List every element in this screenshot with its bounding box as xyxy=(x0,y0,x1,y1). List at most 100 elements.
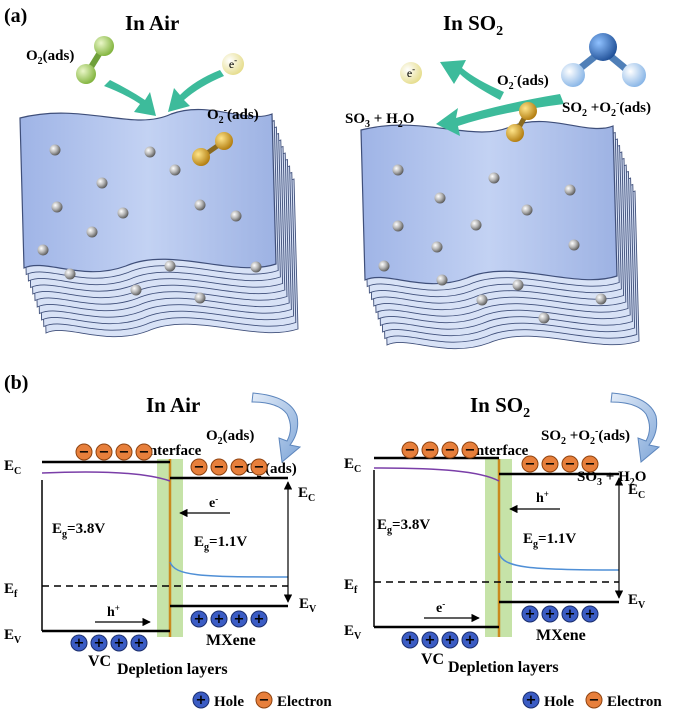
surface-atom xyxy=(392,220,404,232)
curl-arrow-icon xyxy=(610,392,661,463)
electron-symbol: − xyxy=(259,693,270,708)
surface-atom xyxy=(595,293,607,305)
band-so2-title: In SO2 xyxy=(470,393,530,421)
electron-symbol: − xyxy=(565,457,576,472)
ef-label: Ef xyxy=(344,577,358,596)
so2-reaction-label-a: SO2 +O2-(ads) xyxy=(562,98,651,119)
eg-vc-label: Eg=3.8V xyxy=(377,517,430,536)
hole-symbol: + xyxy=(405,633,416,648)
mxene-label: MXene xyxy=(536,627,586,644)
carrier-label: e- xyxy=(436,599,445,616)
mxene-sheet-stack-air xyxy=(19,108,299,338)
electron-ball-icon: e- xyxy=(222,53,244,75)
surface-atom xyxy=(476,294,488,306)
electron-legend-label: Electron xyxy=(607,694,662,710)
hole-symbol: + xyxy=(425,633,436,648)
electron-symbol: − xyxy=(234,460,245,475)
electron-icon xyxy=(401,441,419,459)
panel-a-air: In Air O2(ads) e- O2-(ads) xyxy=(19,11,299,338)
electron-legend-label: Electron xyxy=(277,694,332,710)
svg-text:e-: e- xyxy=(229,55,237,71)
electron-symbol: − xyxy=(194,460,205,475)
panel-a-so2: In SO2 e- O2-(ads) SO3 + H2O SO2 +O2-(ad… xyxy=(345,11,651,350)
hole-icon xyxy=(90,634,108,652)
electron-symbol: − xyxy=(99,445,110,460)
hole-symbol: + xyxy=(565,607,576,622)
hole-icon xyxy=(250,610,268,628)
electron-symbol: − xyxy=(254,460,265,475)
hole-icon xyxy=(70,634,88,652)
hole-icon xyxy=(421,631,439,649)
surface-atom xyxy=(49,144,61,156)
surface-atom xyxy=(194,292,206,304)
surface-atom xyxy=(37,244,49,256)
surface-atom xyxy=(521,204,533,216)
depletion-label: Depletion layers xyxy=(117,661,228,678)
electron-icon xyxy=(115,443,133,461)
ev-label: EV xyxy=(628,592,646,611)
electron-icon xyxy=(210,458,228,476)
o2-molecule-icon xyxy=(76,36,114,84)
electron-ball-icon: e- xyxy=(400,62,422,84)
mxene-band-bending xyxy=(169,561,289,578)
hole-symbol: + xyxy=(214,612,225,627)
legend-air: + Hole − Electron xyxy=(192,691,332,710)
mxene-sheet xyxy=(360,120,618,285)
hole-icon xyxy=(541,605,559,623)
ev-label: EV xyxy=(344,623,362,642)
electron-symbol: − xyxy=(79,445,90,460)
electron-icon xyxy=(230,458,248,476)
release-arrow-icon xyxy=(440,60,504,100)
electron-symbol: − xyxy=(525,457,536,472)
hole-symbol: + xyxy=(74,636,85,651)
so3-h2o-label-a: SO3 + H2O xyxy=(345,111,414,130)
surface-atom xyxy=(130,284,142,296)
electron-icon xyxy=(95,443,113,461)
o2-ads-label-air: O2(ads) xyxy=(26,48,74,67)
carrier-label: h+ xyxy=(536,489,549,506)
mxene-band-bending xyxy=(498,552,620,571)
so2-reaction-label-b: SO2 +O2-(ads) xyxy=(541,426,630,447)
panel-a-air-title: In Air xyxy=(125,11,179,35)
electron-icon xyxy=(541,455,559,473)
electron-icon xyxy=(521,455,539,473)
surface-atom xyxy=(378,260,390,272)
hole-icon xyxy=(441,631,459,649)
electron-icon xyxy=(421,441,439,459)
surface-atom xyxy=(392,164,404,176)
electron-icon xyxy=(190,458,208,476)
electron-symbol: − xyxy=(545,457,556,472)
vc-label: VC xyxy=(421,651,444,668)
hole-icon xyxy=(190,610,208,628)
surface-atom xyxy=(96,177,108,189)
carrier-label: e- xyxy=(209,494,218,511)
hole-symbol: + xyxy=(134,636,145,651)
electron-legend-icon xyxy=(255,691,273,709)
hole-icon xyxy=(130,634,148,652)
eg-mxene-label: Eg=1.1V xyxy=(194,534,247,553)
electron-symbol: − xyxy=(425,443,436,458)
o2-minus-ads-label-air: O2-(ads) xyxy=(207,105,259,126)
electron-icon xyxy=(75,443,93,461)
adsorption-arrow-icon xyxy=(104,80,156,116)
surface-atom xyxy=(568,239,580,251)
electron-icon xyxy=(581,455,599,473)
vc-band-bending xyxy=(41,471,171,482)
surface-atom xyxy=(86,226,98,238)
panel-a-label: (a) xyxy=(4,5,27,27)
eg-vc-label: Eg=3.8V xyxy=(52,521,105,540)
hole-symbol: + xyxy=(525,607,536,622)
hole-legend-label: Hole xyxy=(544,694,574,710)
hole-symbol: + xyxy=(445,633,456,648)
hole-legend-icon xyxy=(522,691,540,709)
surface-atom xyxy=(512,279,524,291)
surface-atom xyxy=(51,201,63,213)
electron-icon xyxy=(461,441,479,459)
surface-atom xyxy=(564,184,576,196)
hole-symbol: + xyxy=(585,607,596,622)
surface-atom xyxy=(538,312,550,324)
surface-atom xyxy=(434,192,446,204)
hole-icon xyxy=(461,631,479,649)
surface-atom xyxy=(230,210,242,222)
